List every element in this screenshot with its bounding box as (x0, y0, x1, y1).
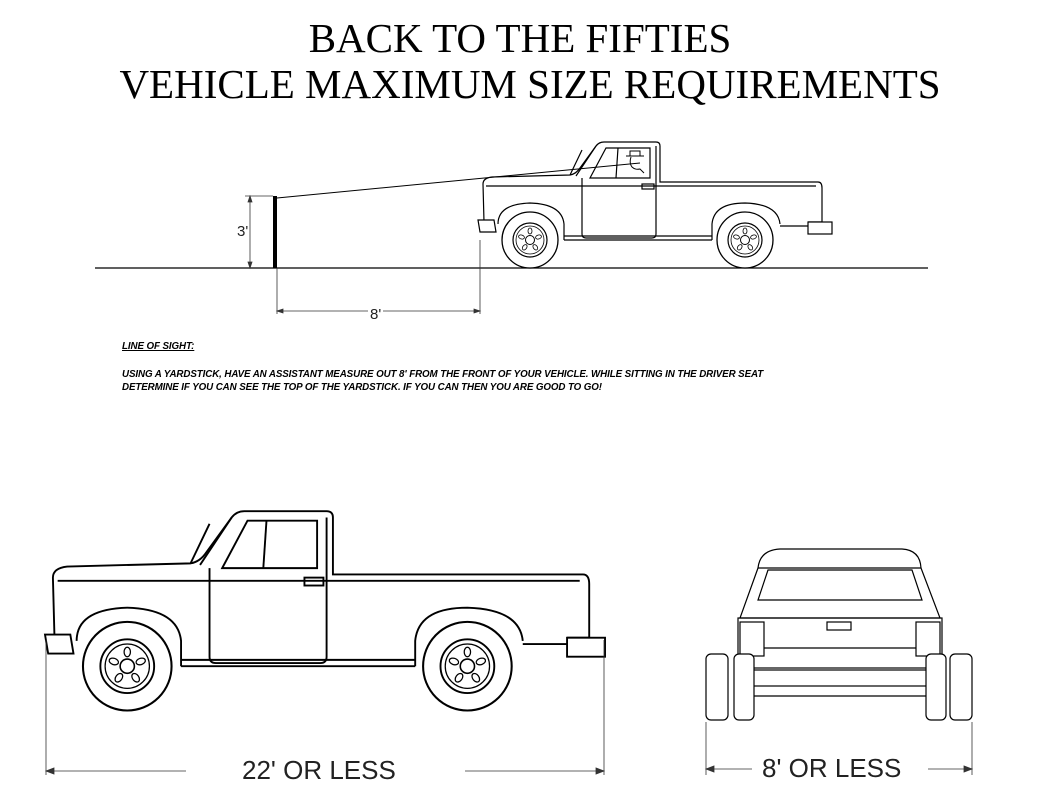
line-of-sight-diagram (95, 142, 928, 314)
truck-side-small (478, 142, 832, 268)
truck-side-large (45, 511, 605, 710)
yardstick-height-label: 3' (236, 218, 250, 246)
driver-icon (626, 150, 645, 174)
line-of-sight-heading: LINE OF SIGHT: (122, 340, 195, 352)
instructions-line-2: DETERMINE IF YOU CAN SEE THE TOP OF THE … (122, 381, 602, 393)
truck-rear-view (705, 548, 973, 721)
title-line-1: BACK TO THE FIFTIES (308, 15, 732, 61)
length-dimension (44, 640, 606, 775)
length-label: 22' OR LESS (238, 756, 400, 784)
width-label: 8' OR LESS (758, 754, 906, 782)
sight-line (276, 162, 641, 199)
distance-label: 8' (368, 301, 384, 329)
title-line-2: VEHICLE MAXIMUM SIZE REQUIREMENTS (119, 61, 941, 107)
instructions-line-1: USING A YARDSTICK, HAVE AN ASSISTANT MEA… (122, 368, 764, 380)
width-dimension (704, 722, 974, 775)
height-dimension (245, 194, 273, 270)
